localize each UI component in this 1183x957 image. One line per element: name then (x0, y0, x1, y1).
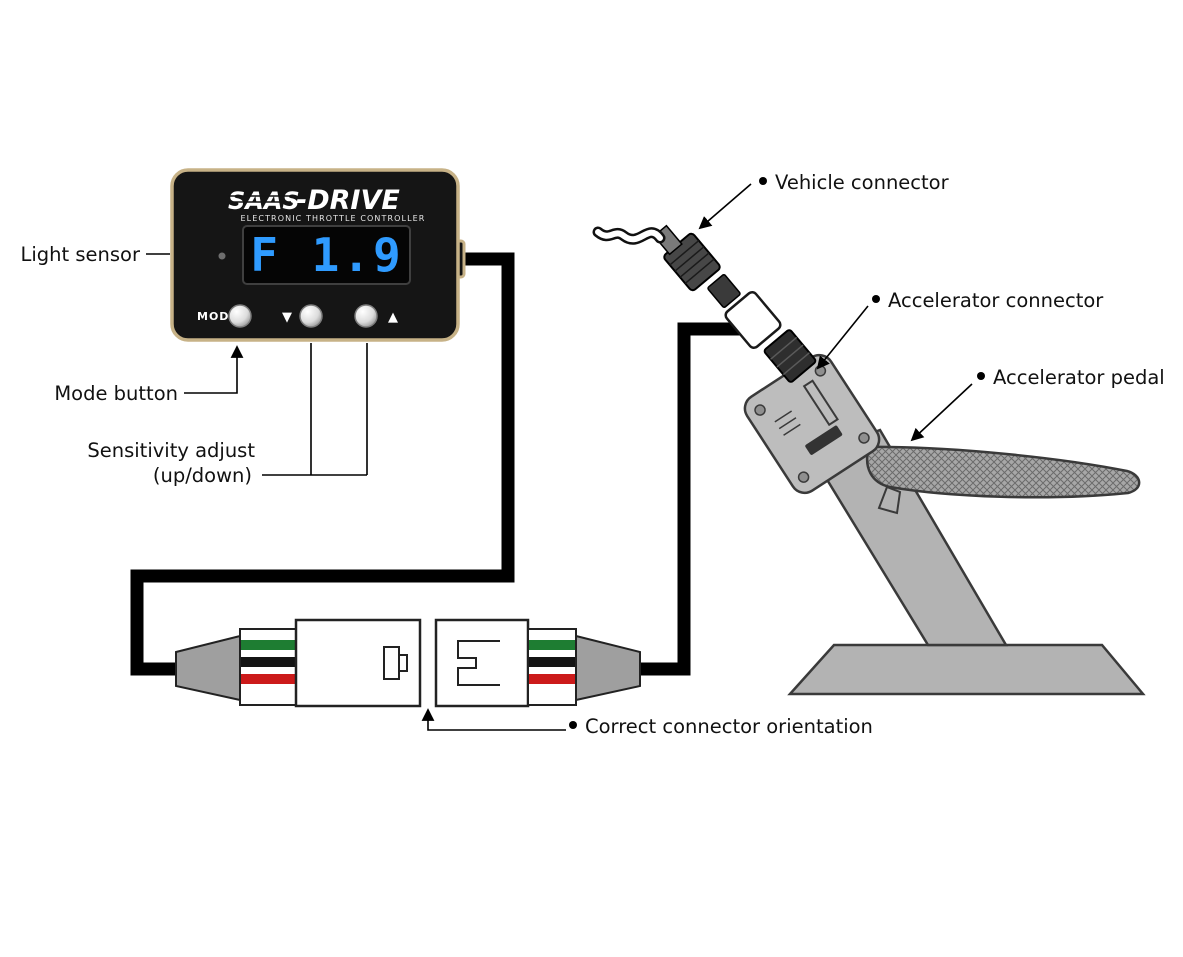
cable-boot (575, 634, 641, 702)
sensitivity-down-button (299, 304, 323, 328)
device-subtitle: ELECTRONIC THROTTLE CONTROLLER (241, 214, 426, 223)
label-correct-orientation: Correct connector orientation (585, 715, 873, 738)
cable-boot (175, 634, 241, 702)
label-light-sensor: Light sensor (21, 243, 141, 266)
device-display (242, 225, 411, 285)
left-harness-connector (175, 618, 422, 708)
connector-body (434, 618, 530, 708)
label-vehicle-connector: Vehicle connector (775, 171, 950, 194)
display-value: F 1.9 (250, 228, 403, 282)
pedal-base-plate (787, 643, 1146, 696)
label-accelerator-connector: Accelerator connector (888, 289, 1104, 312)
leader-vehicle-connector (698, 183, 752, 230)
pedal-pad (865, 445, 1141, 499)
down-arrow-glyph: ▼ (282, 310, 292, 325)
sensitivity-up-button (354, 304, 378, 328)
housing-channel (802, 379, 839, 427)
leader-mode-button (184, 345, 244, 394)
connector-latch-tab (398, 654, 408, 672)
wire-stripe-red (529, 674, 575, 684)
right-harness-connector (434, 618, 641, 708)
leader-correct-orientation (421, 708, 566, 731)
wire-stripe-red (241, 674, 295, 684)
connector-keyway (457, 640, 500, 686)
housing-screw (797, 471, 810, 483)
light-sensor-dot (218, 252, 226, 260)
bullet-correct-orientation (569, 721, 577, 729)
accelerator-pedal-assembly (592, 224, 1146, 696)
accelerator-connector-graphic (763, 329, 817, 383)
controller-harness-cable (130, 252, 515, 676)
housing-screw (858, 432, 870, 444)
label-accelerator-pedal: Accelerator pedal (993, 366, 1165, 389)
brand-suffix: -DRIVE (296, 185, 400, 216)
vehicle-loom-cable-core (595, 229, 663, 243)
brand-logo-stripes (228, 195, 291, 203)
label-sensitivity-line2: (up/down) (153, 464, 252, 487)
leader-sensitivity (262, 343, 368, 476)
bullet-vehicle-connector (759, 177, 767, 185)
leader-accelerator-connector (816, 305, 869, 370)
bullet-accelerator-pedal (977, 372, 985, 380)
wire-stripe-green (529, 640, 575, 650)
plug-joint (707, 274, 741, 308)
brand-logo: SAAS (228, 187, 300, 215)
label-sensitivity-line1: Sensitivity adjust (87, 439, 255, 462)
label-mode-button: Mode button (54, 382, 178, 405)
pedal-harness-cable (637, 322, 757, 676)
housing-slot (805, 425, 843, 455)
mode-button-label: MODE (197, 310, 238, 323)
housing-screw (754, 404, 766, 416)
callouts: Light sensor Mode button Sensitivity adj… (21, 171, 1165, 738)
connector-body (294, 618, 422, 708)
pedal-plug-white (724, 290, 782, 350)
throttle-controller-device: SAAS -DRIVE ELECTRONIC THROTTLE CONTROLL… (170, 168, 466, 342)
housing-ribs (774, 410, 801, 436)
up-arrow-glyph: ▲ (388, 310, 398, 325)
leader-accelerator-pedal (910, 383, 973, 442)
bullet-accelerator-connector (872, 295, 880, 303)
pedal-sensor-housing (743, 353, 881, 495)
wire-stripe-green (241, 640, 295, 650)
pedal-pad-hook (877, 485, 902, 515)
wire-stripe-black (529, 657, 575, 667)
wire-stripe-black (241, 657, 295, 667)
mode-button (228, 304, 252, 328)
